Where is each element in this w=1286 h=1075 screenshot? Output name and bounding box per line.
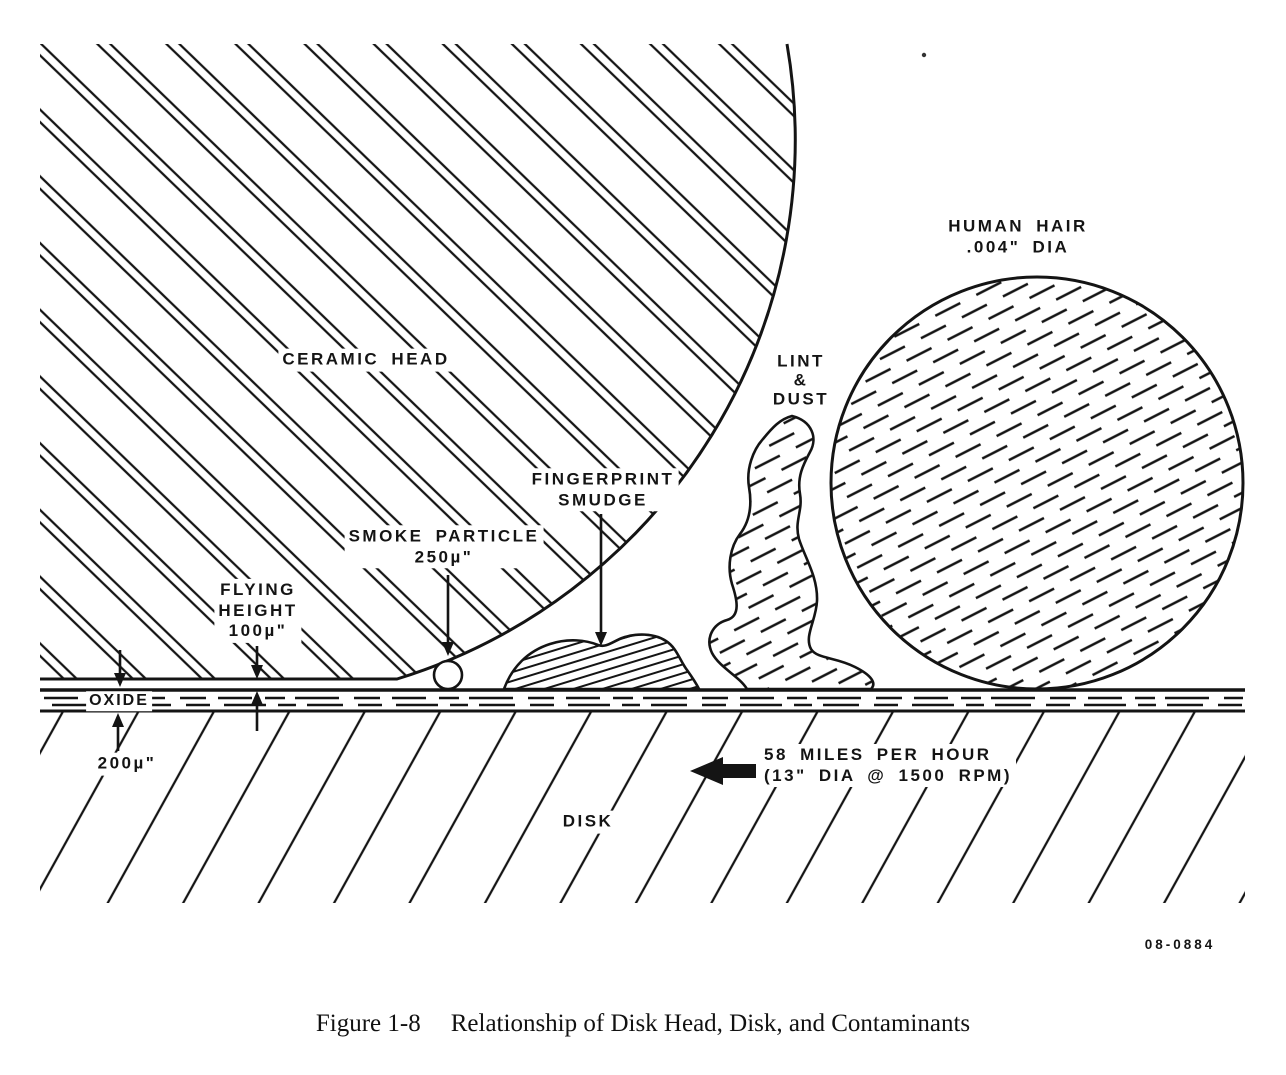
- human-hair-circle: [829, 275, 1245, 691]
- flying-height-arrow-up: [251, 691, 263, 731]
- flying-height-label-line3: 100µ": [228, 621, 288, 641]
- fingerprint-smudge-shape: [502, 633, 702, 691]
- drawing-number: 08-0884: [1144, 936, 1216, 952]
- velocity-label-line1: 58 MILES PER HOUR: [764, 745, 992, 764]
- ceramic-head-label: CERAMIC HEAD: [278, 348, 454, 372]
- ink-speck: [921, 52, 927, 58]
- disk-shape: [40, 712, 1245, 903]
- lint-dust-label-line3: DUST: [772, 389, 830, 409]
- human-hair-label-line1: HUMAN HAIR: [948, 216, 1088, 236]
- smoke-particle-label-line1: SMOKE PARTICLE: [348, 526, 540, 546]
- oxide-layer-dashes: [44, 696, 1243, 707]
- flying-height-label: FLYING HEIGHT 100µ": [214, 578, 302, 644]
- fingerprint-smudge-arrow: [595, 514, 607, 646]
- disk-label: DISK: [558, 810, 618, 834]
- human-hair-label: HUMAN HAIR .004" DIA: [944, 215, 1092, 259]
- velocity-label: 58 MILES PER HOUR (13" DIA @ 1500 RPM): [760, 744, 1017, 788]
- flying-height-arrow-down: [251, 646, 263, 679]
- oxide-label: OXIDE: [86, 691, 152, 711]
- smoke-particle-label-line2: 250µ": [414, 547, 474, 566]
- oxide-arrow-up: [112, 713, 124, 751]
- human-hair-label-line2: .004" DIA: [966, 237, 1070, 256]
- flying-height-label-line2: HEIGHT: [218, 600, 298, 620]
- oxide-arrow-down: [114, 650, 126, 687]
- smoke-particle-circle: [432, 659, 464, 691]
- lint-dust-label-line2: &: [793, 370, 809, 390]
- figure-caption-title: Relationship of Disk Head, Disk, and Con…: [450, 1010, 971, 1037]
- velocity-arrow: [690, 757, 756, 785]
- figure-caption: Figure 1-8 Relationship of Disk Head, Dis…: [0, 1010, 1286, 1038]
- ceramic-head-flying-surface: [40, 43, 797, 681]
- smoke-particle-arrow: [442, 575, 454, 656]
- velocity-label-line2: (13" DIA @ 1500 RPM): [764, 765, 1013, 785]
- fingerprint-smudge-label-line1: FINGERPRINT: [531, 469, 675, 489]
- smoke-particle-label: SMOKE PARTICLE 250µ": [344, 525, 544, 569]
- figure-caption-number: Figure 1-8: [315, 1010, 421, 1037]
- lint-dust-blob: [708, 414, 875, 691]
- flying-height-label-line1: FLYING: [220, 579, 296, 599]
- lint-dust-label: LINT & DUST: [768, 350, 834, 410]
- lint-dust-label-line1: LINT: [777, 351, 825, 371]
- fingerprint-smudge-label-line2: SMUDGE: [558, 490, 648, 509]
- fingerprint-smudge-label: FINGERPRINT SMUDGE: [527, 468, 679, 512]
- oxide-thickness-label: 200µ": [93, 752, 161, 776]
